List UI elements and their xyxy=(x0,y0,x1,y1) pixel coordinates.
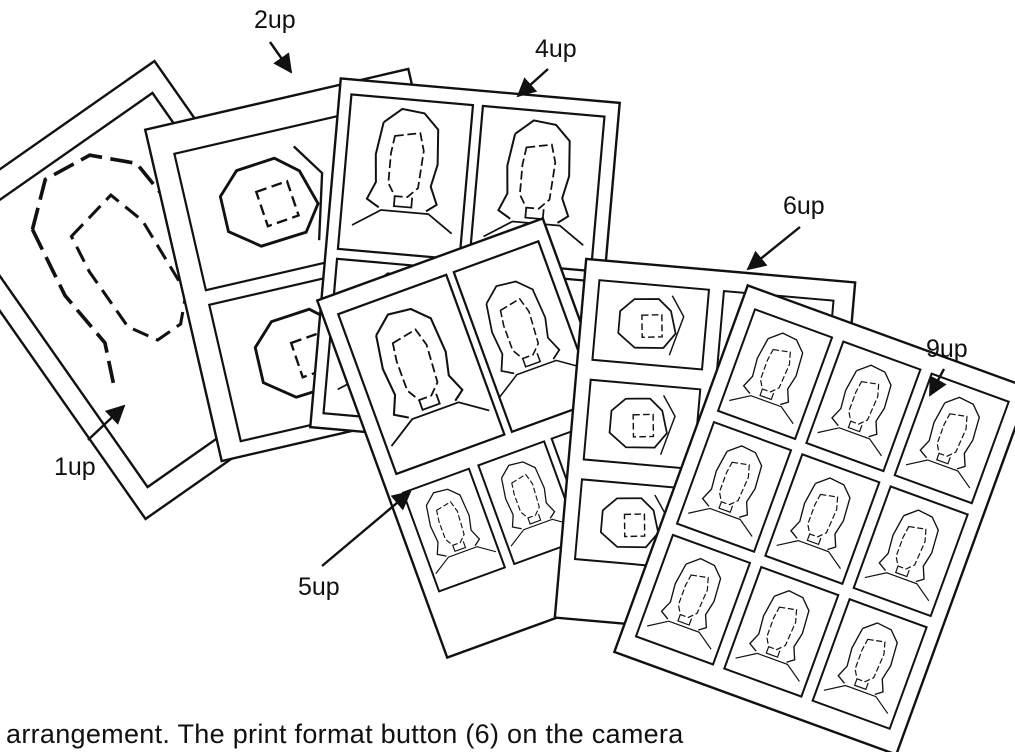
arrow-6up xyxy=(748,227,800,269)
label-5up: 5up xyxy=(298,573,340,601)
label-2up: 2up xyxy=(254,6,296,34)
label-6up: 6up xyxy=(783,192,825,220)
arrow-4up xyxy=(518,69,548,96)
arrow-5up xyxy=(322,492,410,566)
arrow-2up xyxy=(270,42,291,72)
label-4up: 4up xyxy=(535,35,577,63)
label-9up: 9up xyxy=(926,335,968,363)
caption-text: arrangement. The print format button (6)… xyxy=(6,710,1015,752)
label-1up: 1up xyxy=(54,453,96,481)
